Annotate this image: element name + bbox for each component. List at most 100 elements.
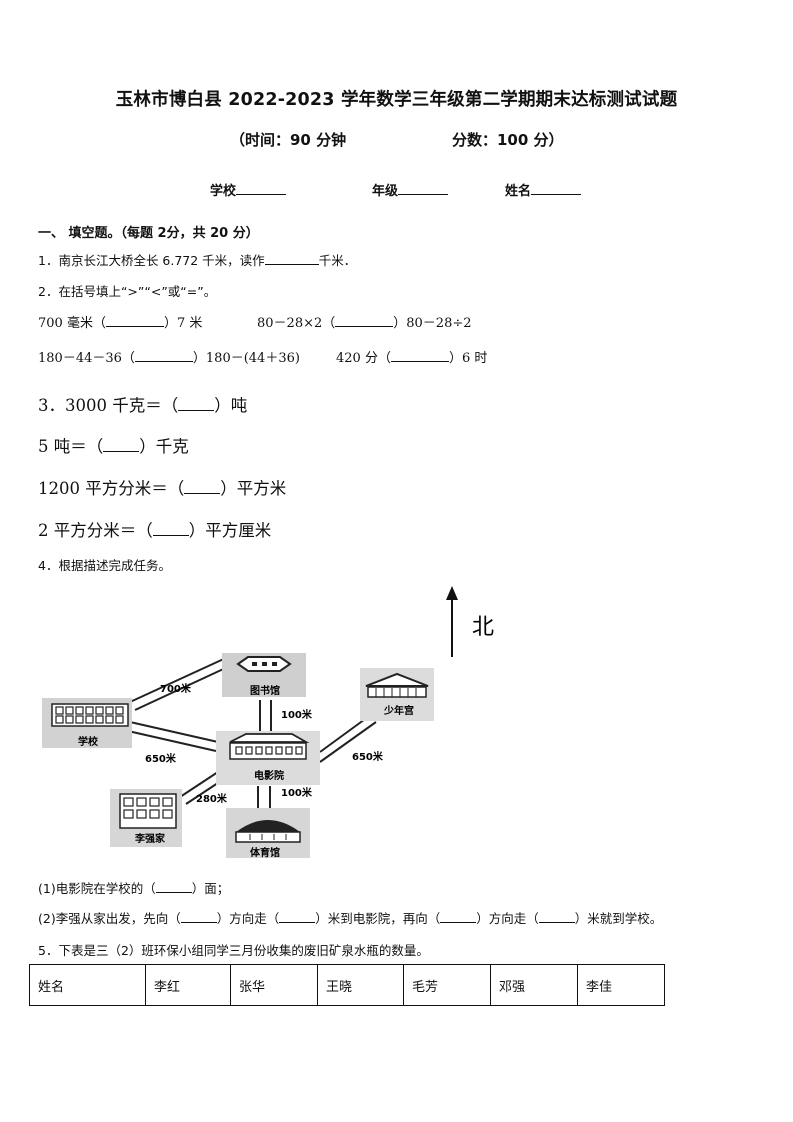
q4-sub1-a: (1)电影院在学校的（ [38,881,156,896]
q3-line-3-right: ）平方米 [220,479,287,498]
q4-sub2-part-4: ）方向走（ [476,911,539,926]
table-header-cell: 姓名 [29,964,146,1006]
q1-text-a: 1．南京长江大桥全长 6.772 千米，读作 [38,253,265,268]
distance-school-library: 700米 [160,682,192,695]
road-school-library [129,656,229,703]
cinema-label: 电影院 [254,769,284,782]
q2-item-1: 700 毫米（ ）7 米 [38,312,202,331]
q3-line-1-blank[interactable] [178,398,215,411]
q4-sub2-blank-4[interactable] [538,910,575,923]
q4-sub2-part-3: ）米到电影院，再向（ [315,911,441,926]
library-building-icon [222,653,306,697]
q2-item-4: 420 分（ ）6 时 [336,347,487,366]
question-1: 1．南京长江大桥全长 6.772 千米，读作 千米． [38,250,356,269]
q2-item-1-right: ）7 米 [163,316,203,331]
exam-score: 分数：100 分） [452,131,564,149]
road-school-cinema [129,721,219,743]
q2-item-2-blank[interactable] [335,314,394,327]
distance-school-cinema: 650米 [145,752,177,765]
q2-item-3-left: 180－44－36（ [38,351,135,366]
exam-time: （时间：90 分钟 [230,131,347,149]
grade-field: 年级 [372,180,449,199]
home-label: 李强家 [134,832,166,845]
q3-line-1-right: ）吨 [214,396,248,415]
q3-line-3-blank[interactable] [184,481,221,494]
youth-palace-building-icon [360,668,434,721]
q2-item-1-left: 700 毫米（ [38,316,106,331]
road-school-cinema-b [127,730,217,752]
q2-prompt: 2．在括号填上“>”“<”或“=”。 [38,284,217,299]
q4-sub1-b: ）面； [191,881,230,896]
q4-sub2-blank-2[interactable] [279,910,316,923]
distance-cinema-youth: 650米 [352,750,384,763]
table-header-cell: 毛芳 [403,964,491,1006]
name-field: 姓名 [505,180,582,199]
q3-line-4: 2 平方分米＝（ ）平方厘米 [38,517,271,541]
name-label: 姓名 [505,184,532,199]
q4-sub2-part-1: (2)李强从家出发，先向（ [38,911,181,926]
q2-item-3-right: ）180－(44＋36) [192,351,300,366]
school-label: 学校 [210,184,237,199]
section-heading: 一、 填空题。（每题 2分，共 20 分） [38,226,259,241]
distance-home-cinema: 280米 [196,792,228,805]
q4-sub2-blank-3[interactable] [440,910,477,923]
q2-item-3: 180－44－36（ ）180－(44＋36) [38,347,300,366]
gym-label: 体育馆 [250,846,280,859]
home-building-icon [110,789,182,847]
q3-line-4-left: 2 平方分米＝（ [38,521,153,540]
youth-palace-label: 少年宫 [383,704,414,717]
q3-line-2-blank[interactable] [103,439,140,452]
q1-blank[interactable] [264,252,319,265]
q2-item-2-right: ）80－28÷2 [393,316,472,331]
q5-prompt: 5．下表是三（2）班环保小组同学三月份收集的废旧矿泉水瓶的数量。 [38,943,429,958]
north-arrow-icon [446,586,458,657]
library-label: 图书馆 [250,684,280,697]
name-blank[interactable] [531,182,582,195]
q3-line-1-left: 3．3000 千克＝（ [38,396,179,415]
q2-item-3-blank[interactable] [134,349,193,362]
q3-line-1: 3．3000 千克＝（ ）吨 [38,392,247,416]
q3-line-4-right: ）平方厘米 [188,521,272,540]
q3-line-2-right: ）千克 [139,437,189,456]
location-map: 北 图书馆 少年宫 [42,586,494,859]
distance-cinema-gym: 100米 [281,786,313,799]
grade-label: 年级 [372,184,399,199]
q4-sub1-blank[interactable] [155,880,192,893]
gym-building-icon [226,808,310,858]
q1-text-b: 千米． [318,253,357,268]
collection-table: 姓名 李红 张华 王晓 毛芳 邓强 李佳 [29,964,665,1006]
q4-sub1: (1)电影院在学校的（ ）面； [38,878,229,897]
table-header-cell: 李红 [145,964,231,1006]
road-school-library-b [134,664,233,711]
q2-item-4-left: 420 分（ [336,351,391,366]
table-header-row: 姓名 李红 张华 王晓 毛芳 邓强 李佳 [29,964,665,1006]
q2-item-4-right: ）6 时 [448,351,488,366]
school-building-icon [42,698,132,748]
q2-item-4-blank[interactable] [390,349,449,362]
grade-blank[interactable] [398,182,449,195]
q3-line-2: 5 吨＝（ ）千克 [38,433,189,457]
q3-line-4-blank[interactable] [152,523,189,536]
q2-item-2-left: 80－28×2（ [257,316,336,331]
road-cinema-youth-b [319,721,377,763]
table-header-cell: 张华 [230,964,318,1006]
q4-sub2-part-5: ）米就到学校。 [574,911,663,926]
school-blank[interactable] [236,182,287,195]
q2-item-1-blank[interactable] [105,314,164,327]
q4-sub2: (2)李强从家出发，先向（ ）方向走（ ）米到电影院，再向（ ）方向走（ ）米就到学校。 [38,908,662,927]
q4-prompt: 4．根据描述完成任务。 [38,558,171,573]
north-label: 北 [472,615,494,640]
table-header-cell: 王晓 [317,964,404,1006]
page-title: 玉林市博白县 2022-2023 学年数学三年级第二学期期末达标测试试题 [115,90,678,110]
q2-item-2: 80－28×2（ ）80－28÷2 [257,312,472,331]
table-header-cell: 李佳 [577,964,665,1006]
q3-line-3: 1200 平方分米＝（ ）平方米 [38,475,286,499]
q3-line-3-left: 1200 平方分米＝（ [38,479,185,498]
school-field: 学校 [210,180,287,199]
q3-line-2-left: 5 吨＝（ [38,437,104,456]
school-label: 学校 [78,735,99,748]
q4-sub2-blank-1[interactable] [180,910,217,923]
cinema-building-icon [216,731,320,785]
table-header-cell: 邓强 [490,964,578,1006]
q4-sub2-part-2: ）方向走（ [216,911,280,926]
